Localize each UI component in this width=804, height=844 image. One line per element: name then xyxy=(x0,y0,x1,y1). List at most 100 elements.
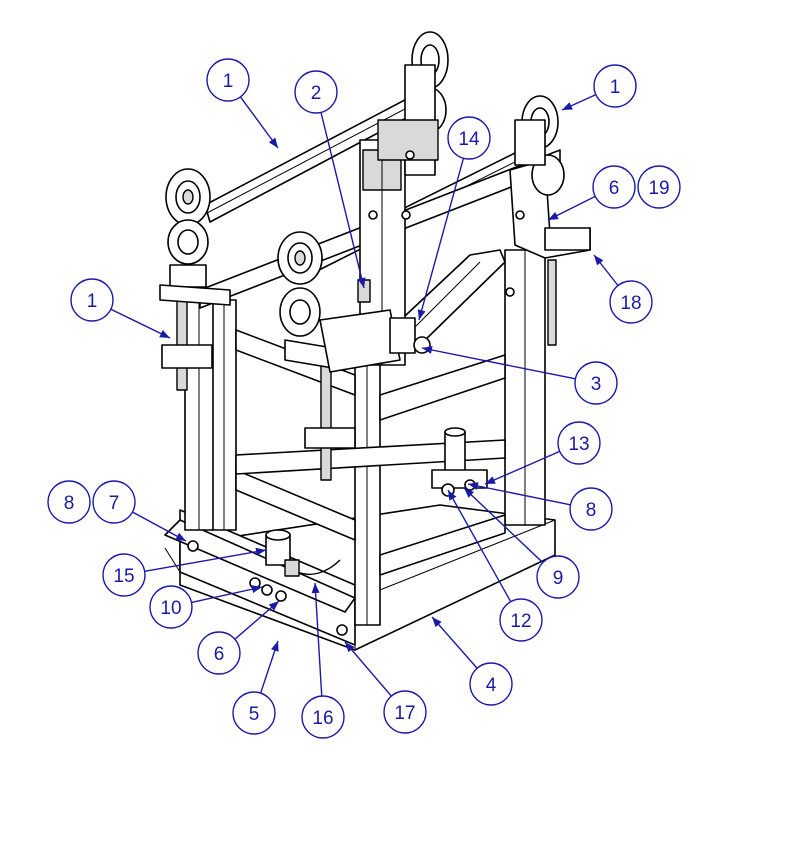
callout-leader xyxy=(110,308,171,339)
callout-18: 18 xyxy=(593,254,653,324)
callout-arrowhead xyxy=(432,617,442,628)
callout-label: 8 xyxy=(64,493,75,514)
callout-8: 8 xyxy=(47,480,91,524)
callout-10: 10 xyxy=(149,585,263,629)
callout-leader xyxy=(132,511,187,542)
side-member-left-lower xyxy=(235,469,356,541)
callout-arrowhead xyxy=(251,585,262,594)
callout-leader xyxy=(431,616,478,669)
callout-bubble xyxy=(102,553,146,597)
callout-leader xyxy=(314,582,323,697)
callout-arrowhead xyxy=(311,583,320,594)
callout-16: 16 xyxy=(301,582,345,739)
callout-bubble xyxy=(197,631,241,675)
callout-bubble xyxy=(383,690,427,734)
callout-12: 12 xyxy=(447,489,543,642)
callout-label: 6 xyxy=(609,178,620,199)
limit-switch-left xyxy=(265,529,341,577)
callout-label: 9 xyxy=(553,568,564,589)
callout-arrowhead xyxy=(448,490,457,501)
callout-label: 5 xyxy=(249,704,260,725)
callout-label: 7 xyxy=(109,493,120,514)
callout-leader xyxy=(467,483,571,506)
callout-leader xyxy=(239,96,279,149)
callout-19: 19 xyxy=(637,165,681,209)
callout-leader xyxy=(484,450,561,485)
callout-3: 3 xyxy=(421,346,618,405)
callout-2: 2 xyxy=(294,70,366,289)
callout-bubble xyxy=(47,480,91,524)
callout-leader xyxy=(191,586,263,604)
callout-leader xyxy=(418,158,465,321)
callout-label: 8 xyxy=(586,500,597,521)
callout-1: 1 xyxy=(70,278,171,339)
callout-bubble xyxy=(557,421,601,465)
callout-bubble xyxy=(92,480,136,524)
callout-label: 1 xyxy=(610,77,621,98)
callout-label: 14 xyxy=(458,129,480,150)
callout-label: 19 xyxy=(648,178,669,199)
callout-leader xyxy=(344,641,392,697)
callout-bubble xyxy=(609,280,653,324)
rear-cross-member xyxy=(235,439,506,475)
callout-leader xyxy=(320,112,365,289)
callout-bubble xyxy=(569,487,613,531)
callout-bubble xyxy=(637,165,681,209)
callout-arrowhead xyxy=(268,137,278,148)
callout-bubble xyxy=(301,695,345,739)
cross-member-upper xyxy=(379,354,506,421)
callout-8: 8 xyxy=(467,482,613,531)
callout-label: 16 xyxy=(312,708,333,729)
callout-label: 12 xyxy=(510,611,531,632)
callout-6: 6 xyxy=(547,165,636,221)
callout-arrowhead xyxy=(271,641,279,652)
callout-arrowhead xyxy=(562,102,573,110)
callout-bubble xyxy=(447,116,491,160)
callout-17: 17 xyxy=(344,641,427,734)
callout-13: 13 xyxy=(484,421,601,485)
callout-arrowhead xyxy=(345,642,355,653)
callout-leader xyxy=(421,347,576,380)
callout-label: 6 xyxy=(214,644,225,665)
callout-leader xyxy=(447,489,512,603)
callout-leader xyxy=(144,549,267,573)
threaded-rod-left xyxy=(176,289,188,391)
callout-bubble xyxy=(232,691,276,735)
callout-bubble xyxy=(294,70,338,114)
callout-arrowhead xyxy=(548,211,559,220)
callout-label: 4 xyxy=(486,675,497,696)
threaded-rod-center xyxy=(320,359,332,481)
callout-bubble xyxy=(574,361,618,405)
callout-arrowhead xyxy=(255,547,266,556)
callout-bubble xyxy=(149,585,193,629)
callout-arrowhead xyxy=(485,476,496,484)
callout-arrowhead xyxy=(464,488,475,498)
callout-label: 17 xyxy=(394,703,415,724)
callout-5: 5 xyxy=(232,640,279,735)
callout-label: 3 xyxy=(591,374,602,395)
callout-arrowhead xyxy=(175,532,186,541)
pivot-bracket xyxy=(319,309,401,373)
callout-arrowhead xyxy=(268,601,279,611)
callout-bubble xyxy=(499,598,543,642)
callout-6: 6 xyxy=(197,600,280,675)
callout-bubble xyxy=(70,278,114,322)
callout-label: 13 xyxy=(568,434,589,455)
wheel-front-center xyxy=(277,231,323,337)
callout-arrowhead xyxy=(417,309,426,320)
callout-arrowhead xyxy=(357,277,366,288)
callout-15: 15 xyxy=(102,547,267,597)
callout-label: 1 xyxy=(87,291,98,312)
callout-bubble xyxy=(593,64,637,108)
callout-1: 1 xyxy=(206,58,279,149)
callout-arrowhead xyxy=(594,255,604,266)
callout-arrowhead xyxy=(159,330,170,338)
callout-label: 1 xyxy=(223,71,234,92)
callout-4: 4 xyxy=(431,616,513,706)
callout-bubble xyxy=(469,662,513,706)
wheel-rear-right xyxy=(514,95,565,196)
callout-label: 15 xyxy=(113,566,134,587)
callout-label: 10 xyxy=(160,598,181,619)
